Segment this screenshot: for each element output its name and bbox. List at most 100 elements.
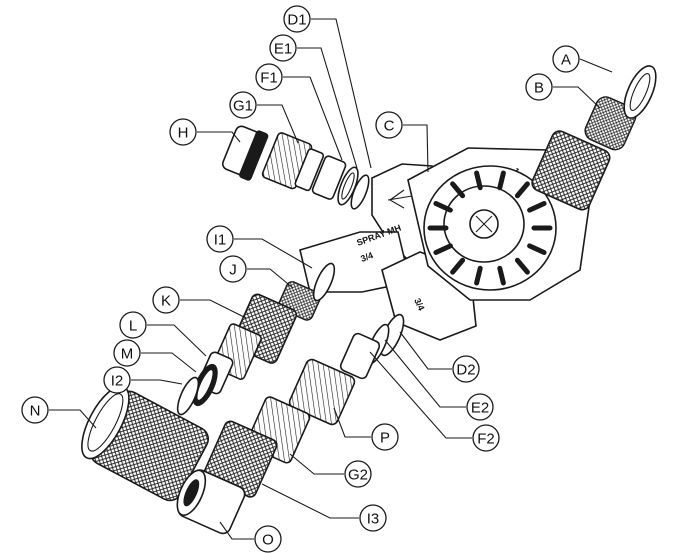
callout-circle-o — [254, 525, 282, 553]
part-f1-sleeve — [311, 155, 347, 200]
callout-circle-l — [119, 311, 147, 339]
callout-f2: F2 — [472, 424, 500, 452]
callout-circle-d2 — [452, 355, 480, 383]
leader-line-i1 — [234, 238, 313, 269]
dial-segment — [527, 243, 547, 255]
callout-circle-m — [113, 339, 141, 367]
dial-segment — [514, 181, 530, 199]
callout-label-i1: I1 — [214, 232, 227, 249]
dial-segment — [474, 265, 483, 286]
callout-a: A — [552, 45, 580, 73]
leader-line-d2 — [399, 331, 452, 370]
callout-label-g1: G1 — [233, 98, 253, 115]
callout-i3: I3 — [359, 504, 387, 532]
callout-circle-f2 — [472, 424, 500, 452]
callout-circle-e1 — [269, 34, 297, 62]
callout-circle-c — [375, 111, 403, 139]
callout-e1: E1 — [269, 34, 297, 62]
callout-circle-g2 — [344, 460, 372, 488]
part-i1-ring — [312, 262, 336, 302]
callout-label-f1: F1 — [260, 70, 278, 87]
callout-p: P — [371, 423, 399, 451]
dial-segment — [497, 265, 506, 286]
callout-label-e1: E1 — [274, 41, 292, 58]
callout-circle-j — [219, 255, 247, 283]
callout-d1: D1 — [283, 5, 311, 33]
spray-port-size: 3/4 — [359, 250, 374, 264]
part-d1-washer — [350, 174, 370, 210]
callout-label-h: H — [178, 125, 189, 142]
leader-line-i2 — [131, 379, 183, 385]
callout-label-c: C — [384, 118, 395, 135]
callout-circle-n — [21, 396, 49, 424]
dial-segment — [474, 170, 483, 191]
callout-label-d1: D1 — [287, 12, 306, 29]
callout-j: J — [219, 255, 247, 283]
part-f2-sleeve — [339, 332, 381, 380]
callout-label-j: J — [229, 262, 237, 279]
leader-line-p — [333, 407, 371, 438]
callout-label-o: O — [262, 532, 274, 549]
callout-circle-p — [371, 423, 399, 451]
callout-l: L — [119, 311, 147, 339]
callout-circle-a — [552, 45, 580, 73]
callout-circle-i2 — [103, 366, 131, 394]
leader-line-o — [219, 521, 254, 540]
part-a-washer — [623, 65, 657, 119]
callout-label-l: L — [129, 318, 137, 335]
leader-line-k — [180, 299, 247, 319]
callout-h: H — [169, 118, 197, 146]
leader-line-g1 — [257, 104, 299, 144]
callout-c: C — [375, 111, 403, 139]
callout-circle-d1 — [283, 5, 311, 33]
part-n-knurled-coupling — [81, 385, 210, 502]
leader-line-b — [553, 86, 601, 109]
leader-line-f2 — [369, 351, 472, 439]
part-b-mesh-screen — [584, 96, 637, 151]
leader-line-f1 — [283, 76, 343, 161]
callout-label-i2: I2 — [111, 373, 124, 390]
callout-b: B — [525, 73, 553, 101]
callout-label-m: M — [121, 346, 134, 363]
callout-label-f2: F2 — [477, 431, 495, 448]
bottom-port-size: 3/4 — [412, 297, 426, 313]
leader-line-h — [197, 131, 241, 143]
callout-label-k: K — [161, 293, 171, 310]
callout-label-e2: E2 — [471, 400, 489, 417]
callout-label-i3: I3 — [367, 511, 380, 528]
callout-n: N — [21, 396, 49, 424]
part-g1-threaded-fitting — [261, 132, 325, 192]
leader-line-d1 — [311, 18, 372, 169]
callout-circle-i3 — [359, 504, 387, 532]
callout-circle-f1 — [255, 63, 283, 91]
dial-segment — [433, 243, 453, 255]
leader-line-e2 — [384, 339, 466, 408]
callout-label-p: P — [380, 430, 390, 447]
part-i2-washer — [176, 376, 200, 416]
leader-line-m — [141, 352, 197, 373]
callout-i1: I1 — [206, 225, 234, 253]
callout-i2: I2 — [103, 366, 131, 394]
callout-leaders — [49, 18, 613, 540]
callout-circle-e2 — [466, 393, 494, 421]
dial-segment — [497, 170, 506, 191]
callout-circle-g1 — [229, 91, 257, 119]
callout-d2: D2 — [452, 355, 480, 383]
dial-segment — [450, 181, 466, 199]
part-o-hose-end — [176, 469, 246, 535]
dial-segment — [450, 257, 466, 275]
dial-segment — [514, 257, 530, 275]
callout-g2: G2 — [344, 460, 372, 488]
leader-line-l — [147, 324, 207, 357]
callout-label-d2: D2 — [456, 362, 475, 379]
callout-circle-k — [152, 286, 180, 314]
leader-line-n — [49, 409, 97, 429]
callout-o: O — [254, 525, 282, 553]
part-p-threaded-nipple — [288, 358, 356, 426]
part-h-cap — [221, 125, 269, 181]
callout-g1: G1 — [229, 91, 257, 119]
callout-label-a: A — [561, 52, 571, 69]
leader-line-i3 — [261, 483, 359, 519]
